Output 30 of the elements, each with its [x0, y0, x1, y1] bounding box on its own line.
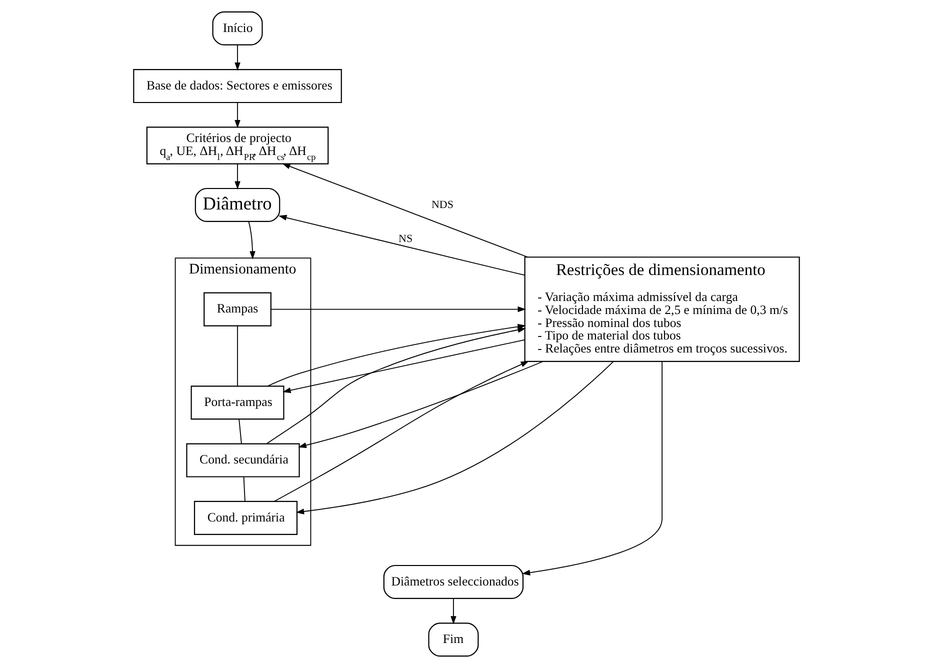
- arrow: [234, 44, 240, 71]
- node-box: Base de dados: Sectores e emissores: [133, 69, 342, 104]
- node-box: Início: [212, 11, 263, 46]
- connector: [237, 326, 238, 386]
- node-box: Diâmetro: [194, 188, 280, 222]
- arrow: [450, 598, 456, 624]
- arrow: [270, 306, 526, 312]
- node-box: Cond. primária: [194, 500, 298, 535]
- connector: [243, 476, 246, 502]
- node-box: Cond. secundária: [186, 443, 300, 478]
- arrow: [266, 327, 526, 444]
- node-box: Restrições de dimensionamento - Variação máxima admissível da carga - Velocidade máxima de 2,5 e mínima de 0,3 m/s - Pressão nominal dos tubos - Tipo de material dos tubos - Relações entre diâmetros em troços sucessivos.: [524, 256, 800, 362]
- connector: [238, 418, 242, 444]
- arrow: [278, 214, 526, 276]
- node-box: Diâmetros seleccionados: [383, 564, 524, 599]
- arrow: [298, 361, 544, 448]
- edge-label: NS: [398, 233, 413, 246]
- node-box: Rampas: [204, 292, 272, 326]
- arrow: [522, 361, 663, 576]
- arrow: [282, 163, 528, 258]
- node-box: Critérios de projecto q$_{a}$, UE, ΔH$_{l}$, ΔH$_{PR}$, ΔH$_{cs}$, ΔH$_{cp}$: [146, 126, 329, 164]
- arrow: [234, 164, 240, 190]
- arrow: [234, 102, 240, 128]
- node-box: Porta-rampas: [190, 386, 284, 420]
- arrow: [282, 339, 526, 394]
- arrow: [296, 361, 614, 514]
- node-box: Fim: [428, 622, 479, 657]
- arrow: [248, 221, 256, 260]
- edge-label: NDS: [432, 198, 454, 211]
- arrow: [274, 360, 530, 502]
